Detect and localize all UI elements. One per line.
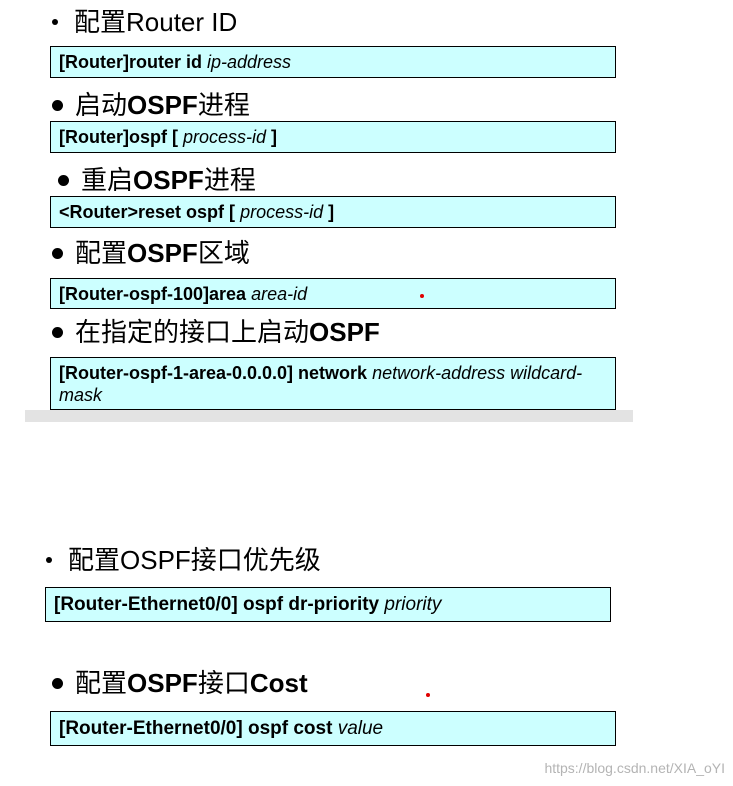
command-argument: area-id <box>251 283 308 304</box>
command-argument: process-id <box>240 202 324 222</box>
bullet-dot-icon <box>52 326 63 338</box>
command-box-network: [Router-ospf-1-area-0.0.0.0] network net… <box>50 357 616 410</box>
heading-enable-ospf-interface: 在指定的接口上启动OSPF <box>52 315 380 349</box>
command-keyword: [Router]ospf [ <box>59 127 178 147</box>
command-box-restart-ospf: <Router>reset ospf [ process-id ] <box>50 196 616 228</box>
heading-text: 配置OSPF区域 <box>75 238 250 268</box>
heading-text: 配置Router ID <box>74 7 238 37</box>
heading-ospf-area: 配置OSPF区域 <box>52 236 250 270</box>
command-argument-continued: mask <box>59 385 103 405</box>
heading-text: 配置OSPF接口Cost <box>75 668 308 698</box>
heading-router-id: 配置Router ID <box>52 5 237 39</box>
heading-text: 配置OSPF接口优先级 <box>68 545 321 575</box>
command-argument: network-address wildcard- <box>372 363 583 383</box>
command-keyword: [Router-Ethernet0/0] ospf dr-priority <box>54 593 380 615</box>
command-box-router-id: [Router]router id ip-address <box>50 46 616 78</box>
annotation-dot <box>420 294 424 298</box>
command-box-ospf-area: [Router-ospf-100]area area-id <box>50 278 616 309</box>
bullet-dot-icon <box>52 677 63 689</box>
heading-ospf-priority: 配置OSPF接口优先级 <box>46 543 321 577</box>
heading-text: 重启OSPF进程 <box>81 165 256 195</box>
command-keyword: [Router-Ethernet0/0] ospf cost <box>59 717 333 739</box>
command-argument: value <box>337 717 384 739</box>
command-argument: process-id <box>183 127 267 147</box>
heading-start-ospf: 启动OSPF进程 <box>52 88 250 122</box>
heading-text: 启动OSPF进程 <box>75 90 250 120</box>
command-argument: priority <box>384 593 442 615</box>
command-keyword: [Router]router id <box>59 52 202 72</box>
command-argument: ip-address <box>207 52 292 72</box>
bullet-dot-icon <box>52 99 63 111</box>
heading-ospf-cost: 配置OSPF接口Cost <box>52 666 308 700</box>
bullet-dot-icon <box>52 19 58 25</box>
bullet-dot-icon <box>46 557 52 563</box>
command-keyword: <Router>reset ospf [ <box>59 202 236 222</box>
command-suffix: ] <box>328 202 335 222</box>
command-box-start-ospf: [Router]ospf [ process-id ] <box>50 121 616 153</box>
command-box-dr-priority: [Router-Ethernet0/0] ospf dr-priority pr… <box>45 587 611 622</box>
watermark-text: https://blog.csdn.net/XIA_oYI <box>544 760 725 776</box>
command-keyword: [Router-ospf-1-area-0.0.0.0] network <box>59 363 368 383</box>
command-box-ospf-cost: [Router-Ethernet0/0] ospf cost value <box>50 711 616 746</box>
heading-text: 在指定的接口上启动OSPF <box>75 317 380 347</box>
command-keyword: [Router-ospf-100]area <box>59 283 247 304</box>
bullet-dot-icon <box>58 174 69 186</box>
slide-divider <box>25 410 633 422</box>
annotation-dot <box>426 693 430 697</box>
command-suffix: ] <box>271 127 278 147</box>
bullet-dot-icon <box>52 247 63 259</box>
heading-restart-ospf: 重启OSPF进程 <box>58 163 256 197</box>
